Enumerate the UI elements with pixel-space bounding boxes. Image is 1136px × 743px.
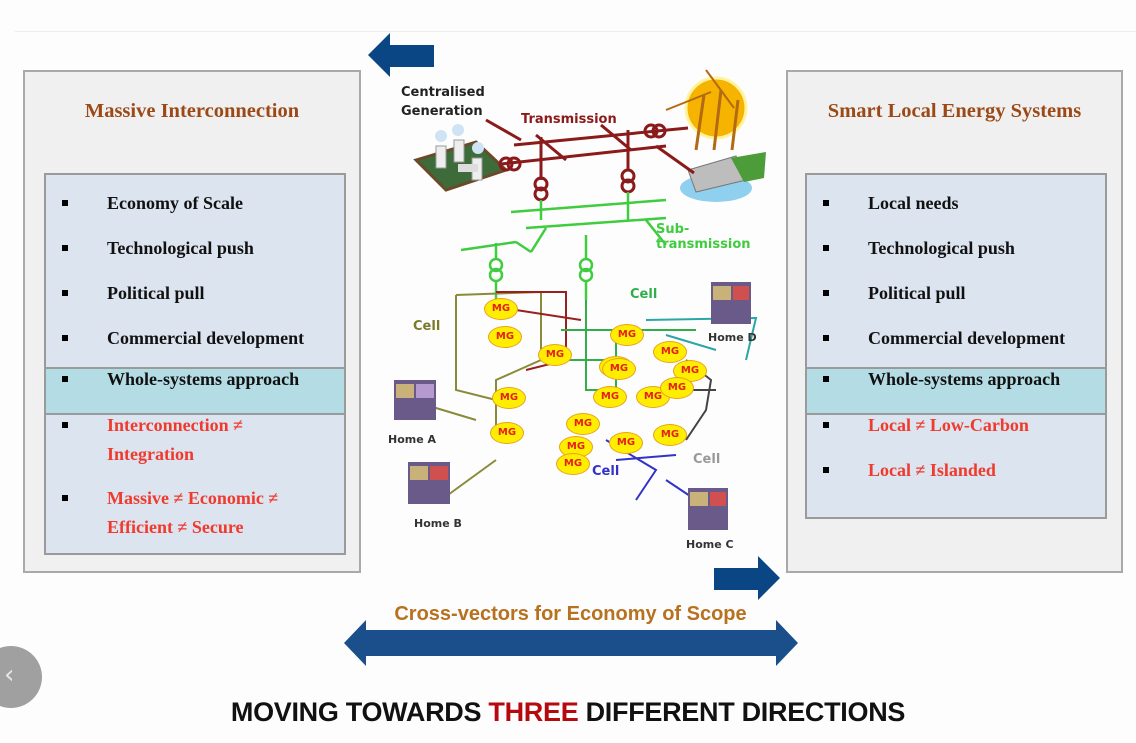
panel-title: Massive Interconnection: [84, 100, 300, 122]
home-c-label: Home C: [686, 538, 734, 551]
panel-title: Smart Local Energy Systems: [827, 100, 1082, 122]
microgrid-badge: MG: [490, 422, 524, 444]
wind-farm-icon: [665, 69, 748, 151]
transmission-label: Transmission: [521, 112, 617, 127]
cell-label-blue: Cell: [592, 464, 620, 479]
drivers-box: Local needs Technological push Political…: [805, 173, 1107, 369]
microgrid-badge: MG: [484, 298, 518, 320]
bullet-icon: [823, 200, 829, 206]
microgrid-badge: MG: [593, 386, 627, 408]
home-d-label: Home D: [708, 331, 757, 344]
power-plant-icon: [413, 124, 509, 192]
microgrid-badge: MG: [488, 326, 522, 348]
bullet-icon: [62, 245, 68, 251]
smart-local-energy-panel: Smart Local Energy Systems Local needs T…: [786, 70, 1123, 573]
home-c-icon: [688, 488, 728, 530]
cross-vectors-label: Cross-vectors for Economy of Scope: [394, 603, 747, 625]
home-a-label: Home A: [388, 433, 437, 446]
microgrid-badge: MG: [660, 377, 694, 399]
bullet-icon: [823, 376, 829, 382]
double-arrow-icon: [344, 620, 798, 666]
microgrid-badge: MG: [602, 358, 636, 380]
hydro-dam-icon: [680, 152, 766, 202]
cell-label-olive: Cell: [413, 319, 441, 334]
bullet-icon: [823, 335, 829, 341]
home-b-icon: [408, 462, 450, 504]
bullet-icon: [62, 200, 68, 206]
microgrid-badge: MG: [653, 424, 687, 446]
slide-title: MOVING TOWARDS THREE DIFFERENT DIRECTION…: [230, 697, 906, 727]
highlight-box: Whole-systems approach: [44, 367, 346, 415]
bullet-icon: [62, 376, 68, 382]
cell-label-green: Cell: [630, 287, 658, 302]
subtransmission-label: Sub- transmission: [656, 222, 751, 252]
microgrid-badge: MG: [610, 324, 644, 346]
home-d-icon: [711, 282, 751, 324]
bullet-icon: [823, 422, 829, 428]
microgrid-badge: MG: [609, 432, 643, 454]
microgrid-badge: MG: [556, 453, 590, 475]
bullet-icon: [823, 290, 829, 296]
caveats-box: Interconnection ≠ Integration Massive ≠ …: [44, 413, 346, 555]
transmission-lines: [485, 118, 695, 202]
home-a-icon: [394, 380, 436, 420]
grid-network-illustration: [394, 69, 766, 530]
subtransmission-lines: [460, 192, 667, 300]
cell-label-grey: Cell: [693, 452, 721, 467]
bullet-icon: [62, 495, 68, 501]
bullet-icon: [62, 290, 68, 296]
bullet-icon: [823, 245, 829, 251]
top-divider: [15, 31, 1136, 32]
chevron-left-icon: ‹: [4, 660, 15, 690]
centralised-generation-label: Centralised Generation: [401, 85, 485, 119]
bullet-icon: [823, 467, 829, 473]
microgrid-badge: MG: [492, 387, 526, 409]
power-grid-diagram: MGMGMGMGMGMGMGMGMGMGMGMGMGMGMGMGMGMG Cen…: [366, 60, 786, 560]
caveats-box: Local ≠ Low-Carbon Local ≠ Islanded: [805, 413, 1107, 519]
highlight-box: Whole-systems approach: [805, 367, 1107, 415]
massive-interconnection-panel: Massive Interconnection Economy of Scale…: [23, 70, 361, 573]
microgrid-badge: MG: [538, 344, 572, 366]
microgrid-badge: MG: [653, 341, 687, 363]
arrow-right-icon: [714, 556, 780, 600]
cell-networks: [425, 290, 758, 501]
drivers-box: Economy of Scale Technological push Poli…: [44, 173, 346, 369]
microgrid-badge: MG: [566, 413, 600, 435]
home-b-label: Home B: [414, 517, 462, 530]
bullet-icon: [62, 335, 68, 341]
bullet-icon: [62, 422, 68, 428]
arrow-left-icon: [368, 33, 434, 77]
